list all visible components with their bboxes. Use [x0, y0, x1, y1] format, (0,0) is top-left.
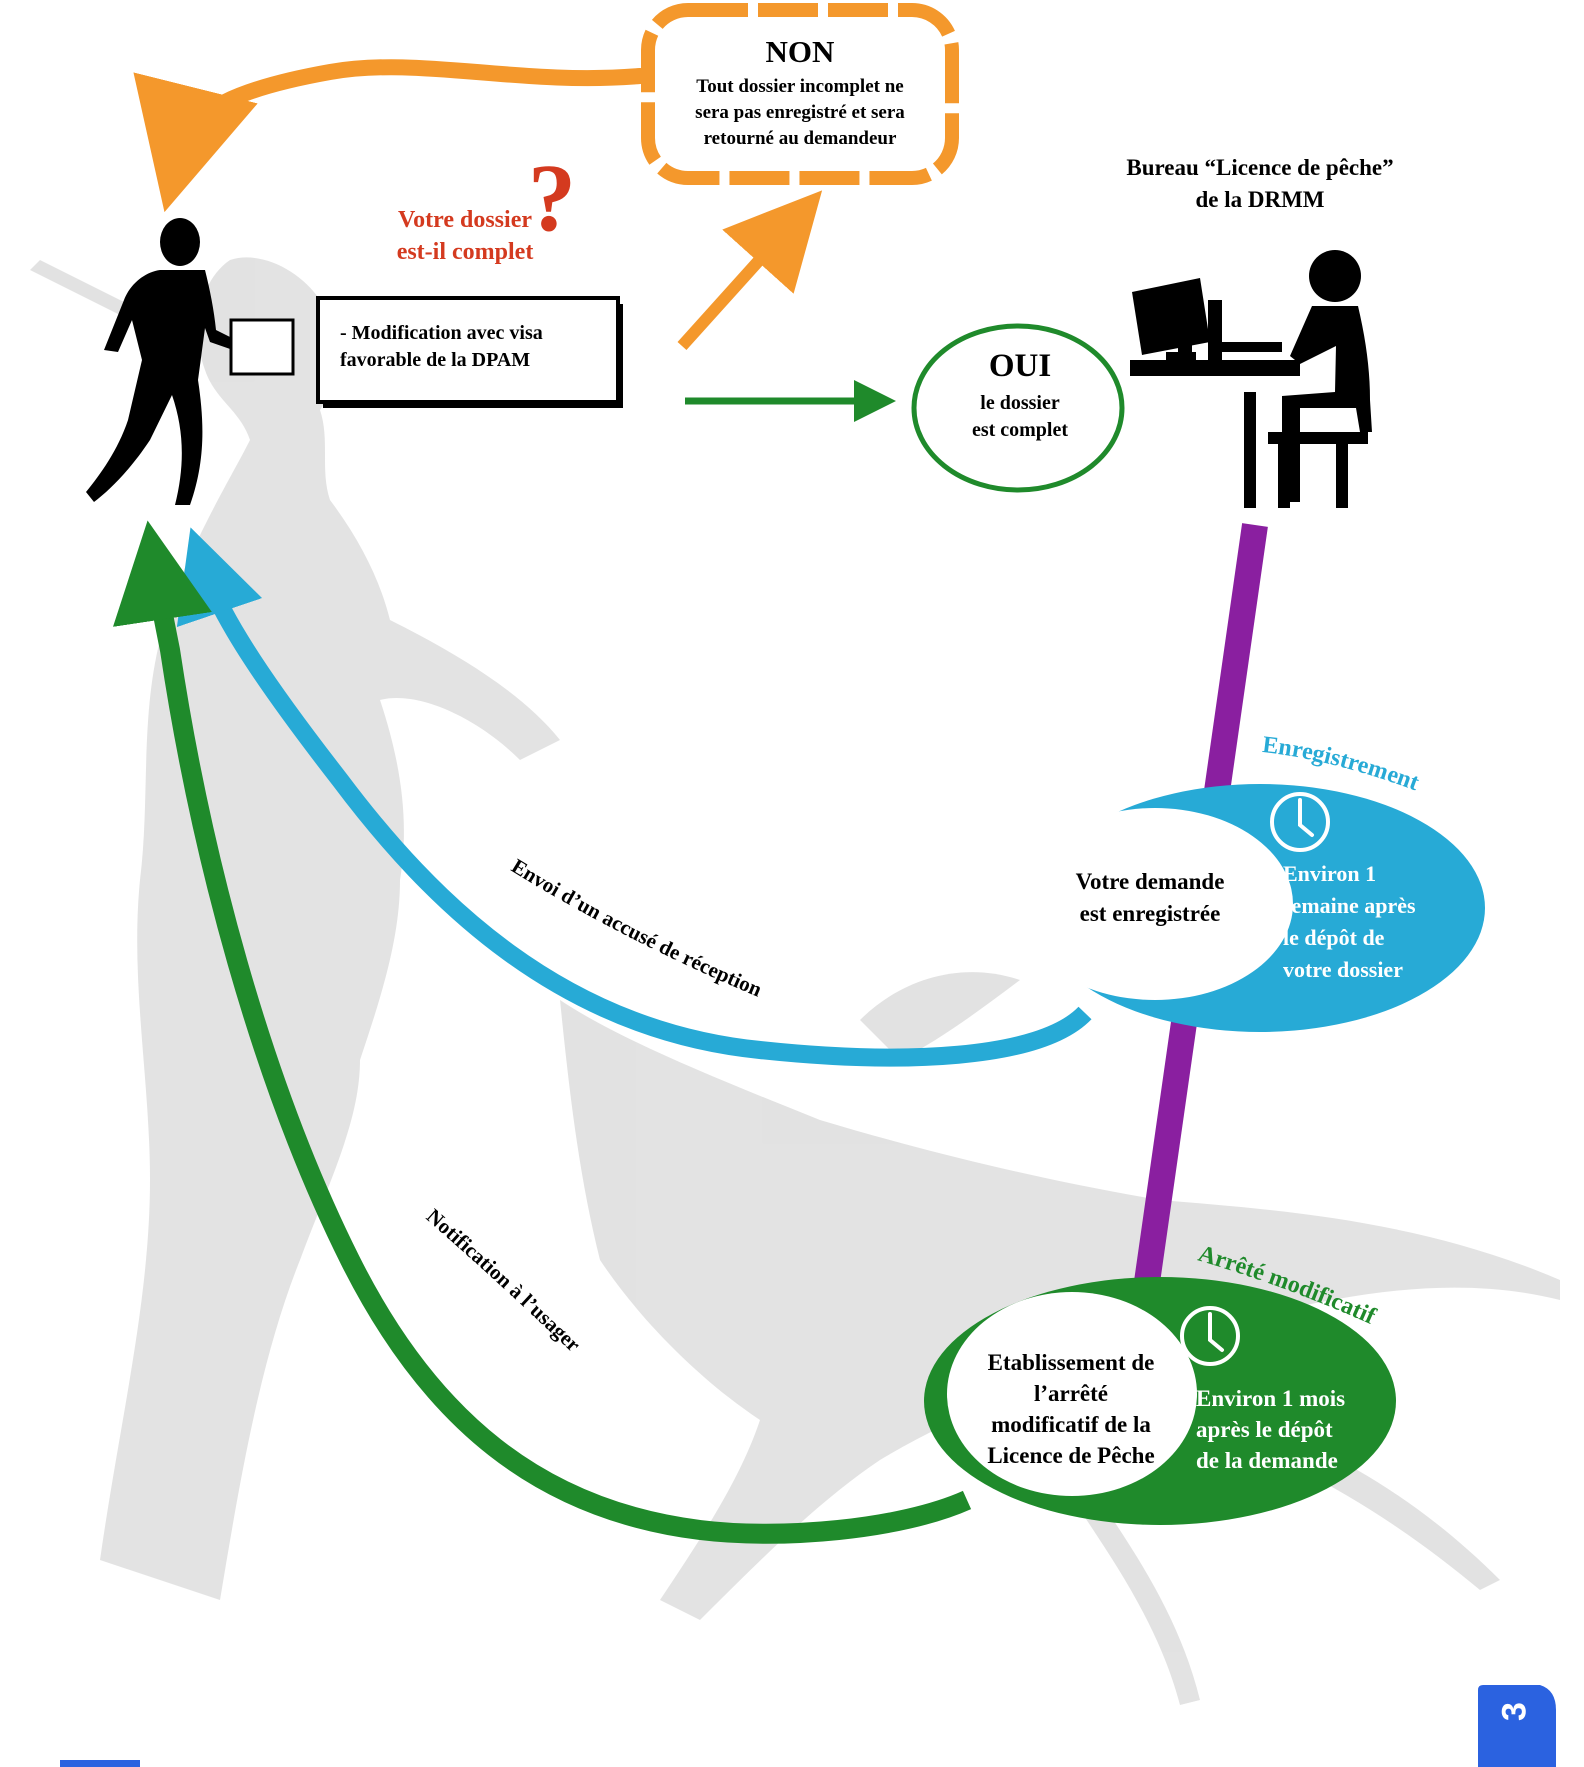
oui-description: le dossier est complet — [971, 392, 1069, 441]
registration-stage — [1017, 784, 1485, 1032]
accuse-arrow — [176, 527, 1092, 1067]
clock-icon — [1270, 792, 1330, 852]
page-number: 3 — [1495, 1702, 1534, 1721]
question-text: Votre dossier est-il complet — [396, 207, 534, 265]
corner-tab-left — [60, 1760, 140, 1767]
clock-icon — [1180, 1306, 1240, 1366]
held-document-icon — [229, 318, 295, 376]
notification-arrow — [112, 520, 972, 1544]
non-box — [641, 3, 959, 185]
return-arrow — [133, 59, 648, 213]
document-text: - Modification avec visa favorable de la… — [340, 322, 543, 371]
non-arrow — [677, 190, 823, 351]
bureau-title: Bureau “Licence de pêche” de la DRMM — [1126, 155, 1394, 212]
arrete-inner-text: Etablissement de l’arrêté modificatif de… — [987, 1350, 1155, 1468]
arrete-delay-text: Environ 1 mois après le dépôt de la dema… — [1196, 1386, 1346, 1473]
oui-title: OUI — [988, 348, 1052, 384]
question-mark-icon: ? — [528, 144, 576, 251]
oui-circle — [911, 323, 1125, 493]
non-description: Tout dossier incomplet ne sera pas enreg… — [695, 76, 905, 149]
notification-label: Notification à l’usager — [422, 1204, 586, 1357]
office-worker-icon — [1130, 250, 1372, 508]
page-tab — [1478, 1685, 1556, 1767]
document-card — [316, 296, 623, 408]
person-walking-icon — [86, 218, 236, 505]
registration-delay-text: Environ 1 semaine après le dépôt de votr… — [1283, 861, 1416, 982]
non-title: NON — [765, 34, 835, 69]
registration-inner-text: Votre demande est enregistrée — [1075, 869, 1225, 926]
arrete-stage — [924, 1277, 1396, 1525]
